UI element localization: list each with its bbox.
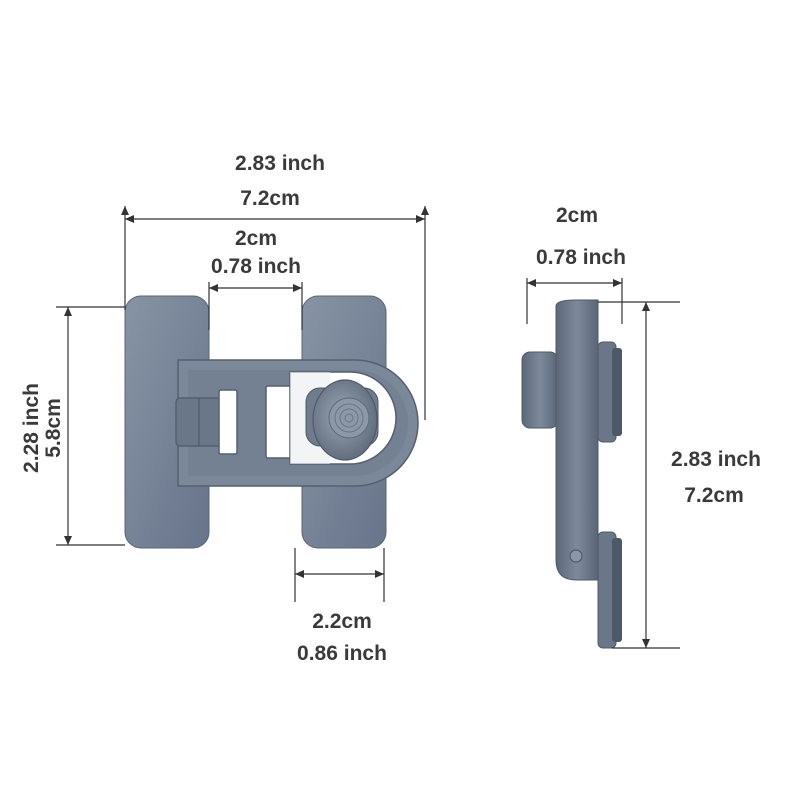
- side-view-lock: [521, 299, 622, 649]
- side-depth-cm-label: 2cm: [556, 204, 598, 227]
- side-body: [555, 299, 599, 581]
- rotating-knob: [312, 379, 378, 461]
- gap-width-inch-label: 0.78 inch: [211, 255, 301, 278]
- plate-width-cm-label: 2.2cm: [312, 610, 372, 633]
- side-height-inch-label: 2.83 inch: [671, 448, 761, 471]
- hinge-pin: [569, 549, 583, 563]
- dimension-lines: [56, 206, 680, 649]
- overall-width-inch-label: 2.83 inch: [235, 152, 325, 175]
- dimension-labels: 2.83 inch 7.2cm 2cm 0.78 inch 2.28 inch …: [20, 152, 761, 665]
- plate-height-cm-label: 5.8cm: [42, 398, 65, 458]
- latch-slot-small: [218, 389, 238, 455]
- side-depth-inch-label: 0.78 inch: [536, 246, 626, 269]
- overall-width-cm-label: 7.2cm: [240, 187, 300, 210]
- gap-width-cm-label: 2cm: [235, 227, 277, 250]
- plate-width-inch-label: 0.86 inch: [297, 642, 387, 665]
- side-height-cm-label: 7.2cm: [684, 484, 744, 507]
- plate-height-inch-label: 2.28 inch: [20, 383, 43, 473]
- front-view-lock: [124, 295, 419, 549]
